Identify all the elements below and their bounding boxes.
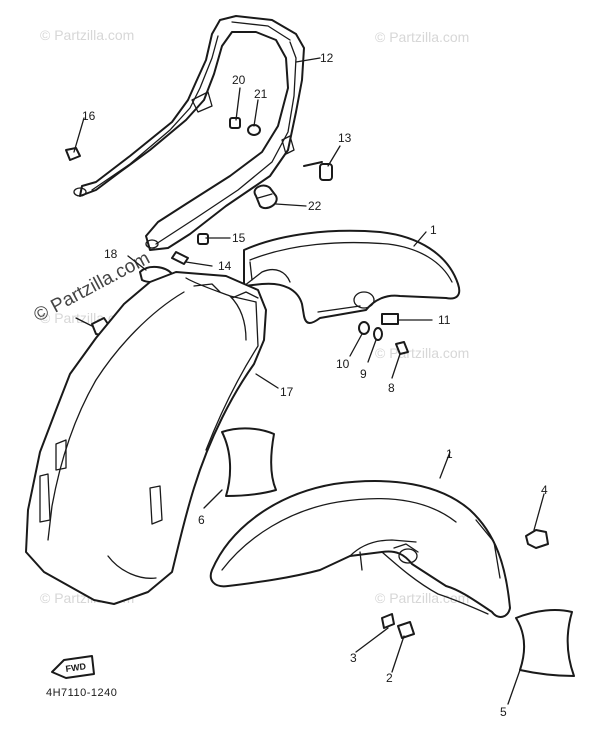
rear-fender <box>243 229 461 324</box>
grab-bar <box>73 15 305 251</box>
callout-number: 21 <box>254 87 268 101</box>
callout-number: 14 <box>218 259 232 273</box>
leader-lines <box>73 57 545 705</box>
callout-number: 3 <box>350 651 357 665</box>
callout-number: 9 <box>360 367 367 381</box>
callout-number: 18 <box>104 247 118 261</box>
watermark-faint: © Partzilla.com <box>375 29 469 45</box>
callout-number: 2 <box>386 671 393 685</box>
callout-number: 10 <box>336 357 350 371</box>
fwd-arrow-icon: FWD <box>51 655 95 679</box>
callout-number: 20 <box>232 73 246 87</box>
emblem-right <box>515 609 575 677</box>
callout-number: 16 <box>82 109 96 123</box>
callout-number: 5 <box>500 705 507 719</box>
inner-fender <box>25 271 267 605</box>
callout-number: 15 <box>232 231 246 245</box>
callout-number: 1 <box>446 447 453 461</box>
callout-number: 13 <box>338 131 352 145</box>
watermark-faint: © Partzilla.com <box>375 590 469 606</box>
callout-number: 22 <box>308 199 322 213</box>
front-fender <box>209 480 511 618</box>
callout-number: 1 <box>430 223 437 237</box>
emblem-left <box>221 427 277 497</box>
callout-number: 11 <box>438 313 451 327</box>
callout-number: 6 <box>198 513 205 527</box>
watermark-faint: © Partzilla.com <box>40 27 134 43</box>
watermark-faint: © Partzilla.com <box>375 345 469 361</box>
fwd-label: FWD <box>65 661 87 674</box>
hardware <box>65 117 549 639</box>
callout-numbers: 1 1 2 3 4 5 6 8 9 10 11 12 13 14 15 16 1… <box>82 51 548 719</box>
callout-number: 4 <box>541 483 548 497</box>
callout-number: 17 <box>280 385 294 399</box>
callout-number: 8 <box>388 381 395 395</box>
diagram-code: 4H7110-1240 <box>46 687 117 699</box>
callout-number: 12 <box>320 51 334 65</box>
